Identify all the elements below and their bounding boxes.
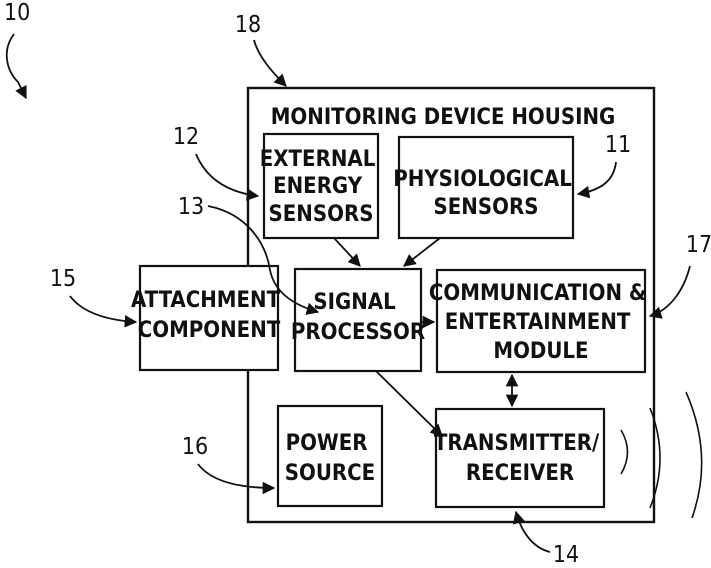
ref-arrow-transmitter-receiver bbox=[516, 512, 550, 552]
wireless-wave-inner bbox=[621, 430, 628, 474]
physiological-sensors-block: PHYSIOLOGICAL SENSORS bbox=[393, 137, 578, 238]
housing-ref-arrow bbox=[254, 40, 286, 86]
ref-label-attachment-component: 15 bbox=[50, 266, 76, 292]
power-source-block: POWER SOURCE bbox=[278, 406, 382, 506]
ref-label-physiological-sensors: 11 bbox=[605, 132, 631, 158]
transmitter-receiver-block: TRANSMITTER/ RECEIVER bbox=[434, 409, 606, 507]
external-energy-sensors-label: EXTERNAL ENERGY SENSORS bbox=[260, 147, 382, 227]
ref-arrow-attachment-component bbox=[70, 296, 136, 322]
communication-entertainment-module-block: COMMUNICATION & ENTERTAINMENT MODULE bbox=[429, 270, 653, 372]
figure-ref-label: 10 bbox=[4, 0, 30, 26]
external-energy-sensors-block: EXTERNAL ENERGY SENSORS bbox=[260, 134, 382, 238]
ref-label-external-energy-sensors: 12 bbox=[173, 124, 199, 150]
housing-ref-label: 18 bbox=[235, 12, 261, 38]
figure-ref-arrow bbox=[7, 34, 26, 98]
ref-arrow-physiological-sensors bbox=[578, 162, 616, 194]
ref-label-power-source: 16 bbox=[182, 434, 208, 460]
external-to-processor-arrow bbox=[334, 238, 360, 266]
attachment-component-block: ATTACHMENT COMPONENT bbox=[131, 266, 287, 370]
wireless-wave-outer bbox=[686, 392, 702, 518]
housing-title: MONITORING DEVICE HOUSING bbox=[271, 105, 616, 130]
physiological-to-processor-arrow bbox=[404, 238, 440, 266]
processor-to-transmitter-arrow bbox=[376, 371, 442, 436]
signal-processor-block: SIGNAL PROCESSOR bbox=[291, 269, 425, 371]
ref-label-transmitter-receiver: 14 bbox=[553, 542, 579, 568]
ref-arrow-power-source bbox=[198, 464, 274, 488]
ref-arrow-communication-module bbox=[650, 266, 690, 316]
ref-label-signal-processor: 13 bbox=[178, 194, 204, 220]
ref-label-communication-module: 17 bbox=[686, 232, 711, 258]
